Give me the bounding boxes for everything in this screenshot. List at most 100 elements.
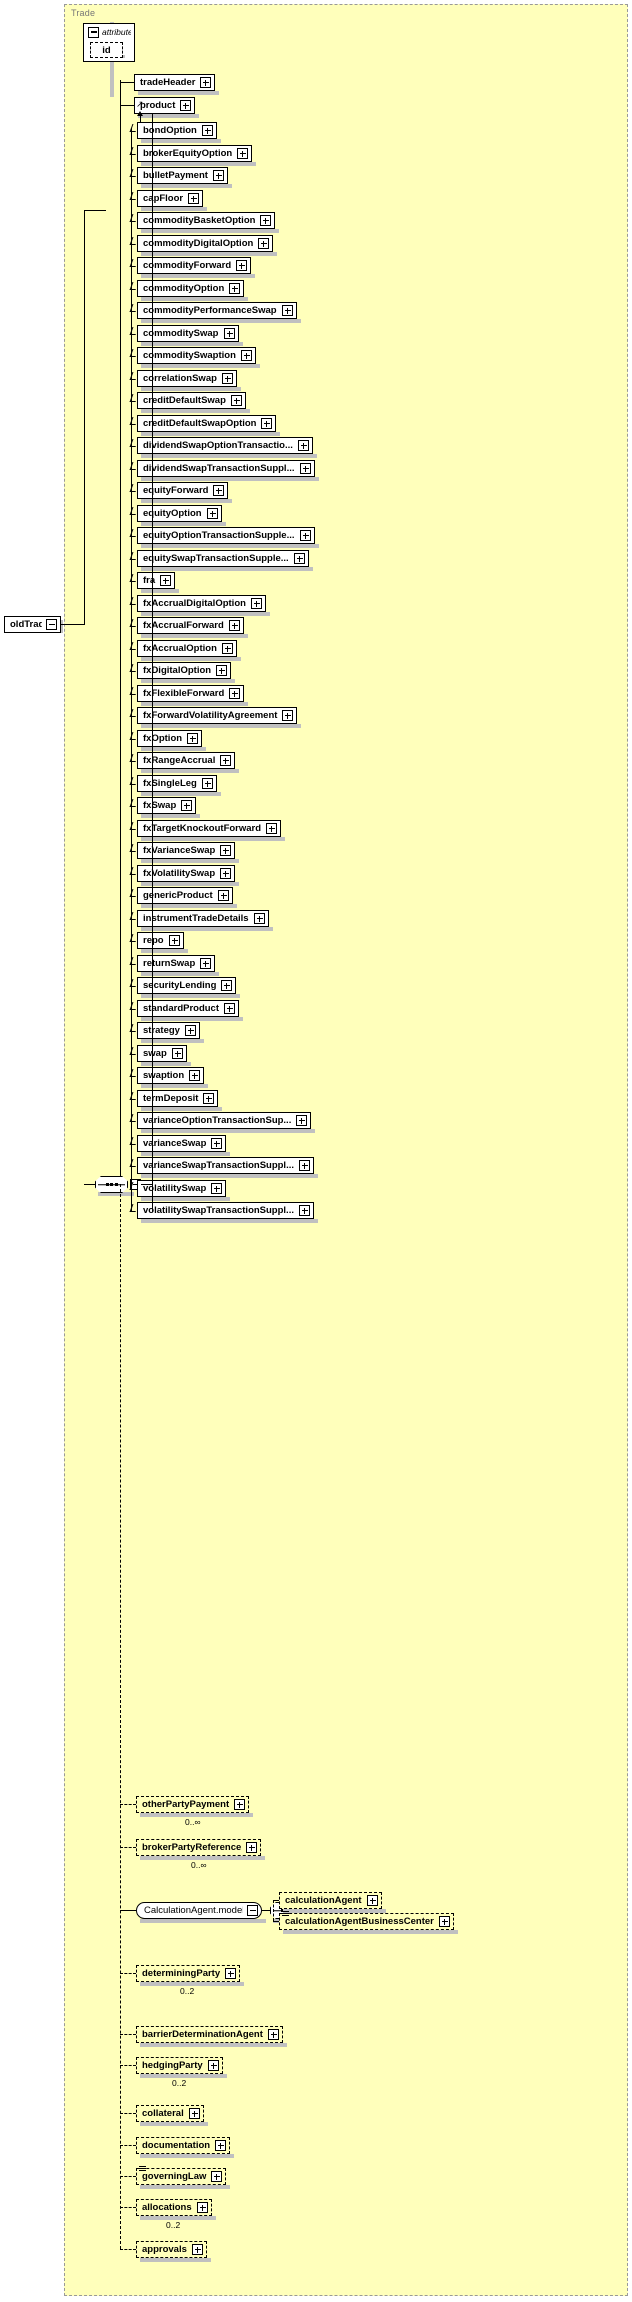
node-equityoption[interactable]: equityOption bbox=[137, 505, 222, 522]
node-commodityoption[interactable]: commodityOption bbox=[137, 280, 244, 297]
node-fxvolatilityswap[interactable]: fxVolatilitySwap bbox=[137, 865, 235, 882]
node-fxtargetknockoutforward[interactable]: fxTargetKnockoutForward bbox=[137, 820, 281, 837]
node-equityoptiontransactionsupple[interactable]: equityOptionTransactionSupple... bbox=[137, 527, 315, 544]
node-commoditybasketoption-expand-icon[interactable] bbox=[260, 215, 271, 226]
node-dividendswaptransactionsuppl-expand-icon[interactable] bbox=[300, 463, 311, 474]
node-calculationagentbusinesscenter[interactable]: calculationAgentBusinessCenter bbox=[279, 1913, 454, 1930]
node-approvals[interactable]: approvals bbox=[136, 2241, 207, 2258]
node-otherpartypayment-expand-icon[interactable] bbox=[234, 1799, 245, 1810]
node-equityforward[interactable]: equityForward bbox=[137, 482, 228, 499]
node-fxdigitaloption-expand-icon[interactable] bbox=[216, 665, 227, 676]
node-fxaccrualoption[interactable]: fxAccrualOption bbox=[137, 640, 237, 657]
node-fxaccrualdigitaloption-expand-icon[interactable] bbox=[251, 598, 262, 609]
node-volatilityswap[interactable]: volatilitySwap bbox=[137, 1180, 226, 1197]
node-calculationagent-model-collapse-icon[interactable] bbox=[247, 1905, 258, 1916]
node-allocations-expand-icon[interactable] bbox=[197, 2202, 208, 2213]
node-creditdefaultswapoption-expand-icon[interactable] bbox=[261, 418, 272, 429]
node-standardproduct[interactable]: standardProduct bbox=[137, 1000, 239, 1017]
node-fxoption[interactable]: fxOption bbox=[137, 730, 202, 747]
node-varianceswap[interactable]: varianceSwap bbox=[137, 1135, 226, 1152]
node-commoditydigitaloption-expand-icon[interactable] bbox=[258, 238, 269, 249]
node-fxforwardvolatilityagreement-expand-icon[interactable] bbox=[282, 710, 293, 721]
node-capfloor-expand-icon[interactable] bbox=[188, 193, 199, 204]
node-repo-expand-icon[interactable] bbox=[169, 935, 180, 946]
node-brokerpartyreference[interactable]: brokerPartyReference bbox=[136, 1839, 261, 1856]
node-volatilityswap-expand-icon[interactable] bbox=[211, 1183, 222, 1194]
node-swaption[interactable]: swaption bbox=[137, 1067, 204, 1084]
node-commodityswap-expand-icon[interactable] bbox=[224, 328, 235, 339]
node-calculationagent-expand-icon[interactable] bbox=[367, 1895, 378, 1906]
node-fxsingleleg-expand-icon[interactable] bbox=[202, 778, 213, 789]
node-swap[interactable]: swap bbox=[137, 1045, 187, 1062]
node-returnswap[interactable]: returnSwap bbox=[137, 955, 215, 972]
node-dividendswapoptiontransactio[interactable]: dividendSwapOptionTransactio... bbox=[137, 437, 313, 454]
node-brokerequityoption[interactable]: brokerEquityOption bbox=[137, 145, 252, 162]
node-genericproduct-expand-icon[interactable] bbox=[218, 890, 229, 901]
node-creditdefaultswapoption[interactable]: creditDefaultSwapOption bbox=[137, 415, 276, 432]
node-brokerpartyreference-expand-icon[interactable] bbox=[246, 1842, 257, 1853]
node-equityoption-expand-icon[interactable] bbox=[207, 508, 218, 519]
node-fxswap-expand-icon[interactable] bbox=[181, 800, 192, 811]
node-varianceswap-expand-icon[interactable] bbox=[211, 1138, 222, 1149]
node-repo[interactable]: repo bbox=[137, 932, 184, 949]
node-fxflexibleforward[interactable]: fxFlexibleForward bbox=[137, 685, 244, 702]
node-returnswap-expand-icon[interactable] bbox=[200, 958, 211, 969]
node-instrumenttradedetails[interactable]: instrumentTradeDetails bbox=[137, 910, 269, 927]
node-bulletpayment-expand-icon[interactable] bbox=[213, 170, 224, 181]
node-commodityswaption[interactable]: commoditySwaption bbox=[137, 347, 256, 364]
node-equityforward-expand-icon[interactable] bbox=[213, 485, 224, 496]
node-equityswaptransactionsupple-expand-icon[interactable] bbox=[294, 553, 305, 564]
node-bulletpayment[interactable]: bulletPayment bbox=[137, 167, 228, 184]
node-creditdefaultswap-expand-icon[interactable] bbox=[231, 395, 242, 406]
node-calculationagentbusinesscenter-expand-icon[interactable] bbox=[439, 1916, 450, 1927]
node-termdeposit[interactable]: termDeposit bbox=[137, 1090, 218, 1107]
node-instrumenttradedetails-expand-icon[interactable] bbox=[254, 913, 265, 924]
node-fra-expand-icon[interactable] bbox=[160, 575, 171, 586]
node-fxrangeaccrual-expand-icon[interactable] bbox=[220, 755, 231, 766]
node-fxflexibleforward-expand-icon[interactable] bbox=[229, 688, 240, 699]
node-bondoption-expand-icon[interactable] bbox=[202, 125, 213, 136]
node-barrierdeterminationagent[interactable]: barrierDeterminationAgent bbox=[136, 2026, 283, 2043]
node-swap-expand-icon[interactable] bbox=[172, 1048, 183, 1059]
node-commodityoption-expand-icon[interactable] bbox=[229, 283, 240, 294]
node-fxdigitaloption[interactable]: fxDigitalOption bbox=[137, 662, 231, 679]
node-otherpartypayment[interactable]: otherPartyPayment bbox=[136, 1796, 249, 1813]
node-hedgingparty[interactable]: hedgingParty bbox=[136, 2057, 223, 2074]
node-fxswap[interactable]: fxSwap bbox=[137, 797, 196, 814]
node-fxforwardvolatilityagreement[interactable]: fxForwardVolatilityAgreement bbox=[137, 707, 297, 724]
node-fxoption-expand-icon[interactable] bbox=[187, 733, 198, 744]
node-product-expand-icon[interactable] bbox=[180, 100, 191, 111]
node-determiningparty-expand-icon[interactable] bbox=[225, 1968, 236, 1979]
node-fxrangeaccrual[interactable]: fxRangeAccrual bbox=[137, 752, 235, 769]
node-varianceoptiontransactionsup-expand-icon[interactable] bbox=[296, 1115, 307, 1126]
node-tradeheader[interactable]: tradeHeader bbox=[134, 74, 215, 91]
node-fra[interactable]: fra bbox=[137, 572, 175, 589]
node-documentation[interactable]: documentation bbox=[136, 2137, 230, 2154]
node-fxaccrualforward[interactable]: fxAccrualForward bbox=[137, 617, 244, 634]
node-securitylending-expand-icon[interactable] bbox=[221, 980, 232, 991]
node-approvals-expand-icon[interactable] bbox=[192, 2244, 203, 2255]
node-creditdefaultswap[interactable]: creditDefaultSwap bbox=[137, 392, 246, 409]
node-fxaccrualdigitaloption[interactable]: fxAccrualDigitalOption bbox=[137, 595, 266, 612]
node-termdeposit-expand-icon[interactable] bbox=[203, 1093, 214, 1104]
node-commodityswap[interactable]: commoditySwap bbox=[137, 325, 239, 342]
node-collateral[interactable]: collateral bbox=[136, 2105, 204, 2122]
node-barrierdeterminationagent-expand-icon[interactable] bbox=[268, 2029, 279, 2040]
node-governinglaw[interactable]: governingLaw bbox=[136, 2168, 226, 2185]
node-varianceswaptransactionsuppl-expand-icon[interactable] bbox=[299, 1160, 310, 1171]
node-commodityperformanceswap[interactable]: commodityPerformanceSwap bbox=[137, 302, 297, 319]
node-equityoptiontransactionsupple-expand-icon[interactable] bbox=[300, 530, 311, 541]
node-governinglaw-expand-icon[interactable] bbox=[211, 2171, 222, 2182]
node-capfloor[interactable]: capFloor bbox=[137, 190, 203, 207]
node-collateral-expand-icon[interactable] bbox=[189, 2108, 200, 2119]
node-dividendswaptransactionsuppl[interactable]: dividendSwapTransactionSuppl... bbox=[137, 460, 315, 477]
node-commoditydigitaloption[interactable]: commodityDigitalOption bbox=[137, 235, 273, 252]
attributes-header[interactable]: attributes bbox=[83, 23, 135, 40]
node-standardproduct-expand-icon[interactable] bbox=[224, 1003, 235, 1014]
node-strategy-expand-icon[interactable] bbox=[185, 1025, 196, 1036]
node-correlationswap[interactable]: correlationSwap bbox=[137, 370, 237, 387]
node-product[interactable]: product bbox=[134, 97, 195, 114]
root-node-oldtrade[interactable]: oldTrade bbox=[4, 616, 61, 633]
node-tradeheader-expand-icon[interactable] bbox=[200, 77, 211, 88]
node-commodityswaption-expand-icon[interactable] bbox=[241, 350, 252, 361]
